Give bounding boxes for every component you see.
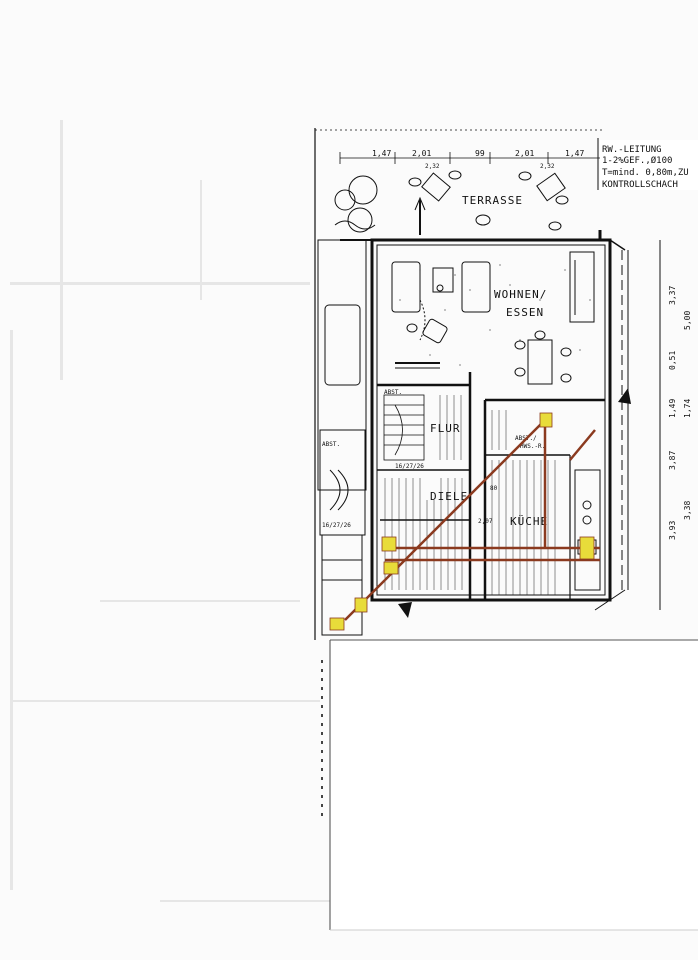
kueche-hatching bbox=[491, 410, 556, 595]
dim-top-2: 2,01 bbox=[412, 149, 431, 158]
paper-cover bbox=[330, 640, 698, 930]
room-label-abst-hws-2: HWS.-R. bbox=[520, 443, 545, 450]
wohnen-floor bbox=[380, 250, 602, 380]
room-label-kueche: KÜCHE bbox=[510, 515, 548, 528]
stair bbox=[383, 394, 425, 461]
note-line-3: T=mind. 0,80m,ZU bbox=[602, 168, 689, 178]
dim-right-8: 3,87 bbox=[668, 451, 677, 470]
note-line-4: KONTROLLSCHACH bbox=[602, 180, 678, 190]
ghost-line bbox=[60, 120, 63, 380]
right-windows bbox=[594, 240, 661, 611]
room-label-terrasse: TERRASSE bbox=[462, 194, 523, 207]
dim-right-6: 3,93 bbox=[668, 521, 677, 540]
stipple bbox=[399, 264, 591, 366]
label-80: 80 bbox=[490, 485, 498, 492]
room-label-wohnen: WOHNEN/ bbox=[494, 288, 547, 301]
dim-right-2: 5,00 bbox=[683, 311, 692, 330]
note-line-2: 1-2%GEF.,Ø100 bbox=[602, 155, 672, 166]
interior-walls bbox=[377, 372, 605, 600]
room-label-abst-2: ABST. bbox=[322, 441, 340, 448]
kitchen-counter bbox=[574, 469, 601, 591]
note-line-1: RW.-LEITUNG bbox=[602, 145, 662, 155]
stair-label-2: 16/27/26 bbox=[322, 522, 351, 529]
living-furniture bbox=[391, 251, 595, 385]
dim-top-sub-2: 2,32 bbox=[540, 163, 555, 170]
ghost-line bbox=[10, 330, 13, 890]
ghost-line bbox=[200, 180, 202, 300]
neighbor-unit bbox=[317, 239, 367, 636]
dim-right-1: 3,37 bbox=[668, 286, 677, 305]
dim-right-3: 0,51 bbox=[668, 351, 677, 370]
label-207: 2,07 bbox=[478, 518, 493, 525]
ghost-line bbox=[10, 282, 310, 285]
dim-top-3: 99 bbox=[475, 149, 485, 158]
dim-top-5: 1,47 bbox=[565, 149, 584, 158]
room-label-diele: DIELE bbox=[430, 490, 468, 503]
dim-right-7: 3,38 bbox=[683, 501, 692, 520]
dimension-top bbox=[315, 129, 606, 164]
ghost-line bbox=[10, 700, 320, 702]
stair-label-1: 16/27/26 bbox=[395, 463, 424, 470]
dim-right-4: 1,49 bbox=[668, 399, 677, 418]
terrace-area bbox=[334, 170, 569, 235]
diele-hatching bbox=[384, 395, 463, 590]
dim-right-5: 1,74 bbox=[683, 399, 692, 418]
note-box: RW.-LEITUNG 1-2%GEF.,Ø100 T=mind. 0,80m,… bbox=[597, 138, 698, 190]
ghost-line bbox=[100, 600, 300, 602]
marker-boxes bbox=[329, 412, 595, 631]
room-label-abst-1: ABST. bbox=[384, 389, 402, 396]
dim-top-sub-1: 2,32 bbox=[425, 163, 440, 170]
dimension-right: 3,37 5,00 0,51 1,49 1,74 3,93 3,38 3,87 bbox=[668, 286, 692, 540]
dim-top-1: 1,47 bbox=[372, 149, 391, 158]
room-label-essen: ESSEN bbox=[506, 306, 544, 319]
ghost-line bbox=[160, 900, 330, 902]
room-label-flur: FLUR bbox=[430, 422, 461, 435]
dim-top-4: 2,01 bbox=[515, 149, 534, 158]
